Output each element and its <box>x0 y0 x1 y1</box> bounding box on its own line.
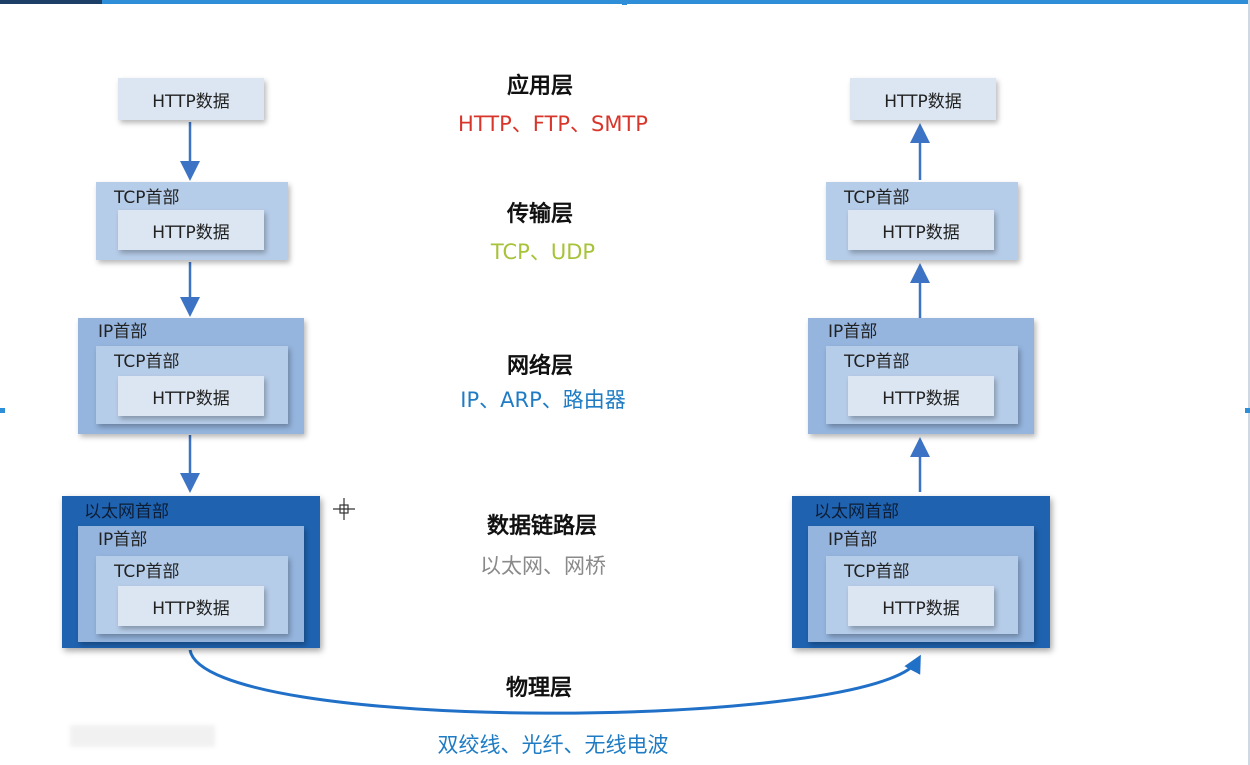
right-app-http-box: HTTP数据 <box>850 78 996 120</box>
http-data-box: HTTP数据 <box>848 210 994 250</box>
ip-packet-box: IP首部 TCP首部 HTTP数据 <box>808 526 1034 642</box>
http-data-label: HTTP数据 <box>152 222 230 243</box>
ip-packet-box: IP首部 TCP首部 HTTP数据 <box>78 526 304 642</box>
layer-protocols-network: IP、ARP、路由器 <box>460 388 626 412</box>
tcp-segment-box: TCP首部 HTTP数据 <box>826 556 1018 634</box>
left-network-ip-box: IP首部 TCP首部 HTTP数据 <box>78 318 304 434</box>
tcp-header-label: TCP首部 <box>114 352 180 372</box>
tcp-header-label: TCP首部 <box>114 562 180 582</box>
resize-handle-top[interactable] <box>622 0 627 5</box>
right-network-ip-box: IP首部 TCP首部 HTTP数据 <box>808 318 1034 434</box>
tcp-header-label: TCP首部 <box>114 188 180 208</box>
http-data-label: HTTP数据 <box>884 91 962 112</box>
layer-protocols-application: HTTP、FTP、SMTP <box>458 112 648 136</box>
left-transport-tcp-box: TCP首部 HTTP数据 <box>96 182 288 260</box>
http-data-box: HTTP数据 <box>118 210 264 250</box>
http-data-box: HTTP数据 <box>118 376 264 416</box>
layer-title-transport: 传输层 <box>506 202 573 227</box>
http-data-label: HTTP数据 <box>152 91 230 112</box>
ip-header-label: IP首部 <box>98 530 148 550</box>
layer-title-physical: 物理层 <box>505 676 572 701</box>
ethernet-header-label: 以太网首部 <box>84 502 169 522</box>
left-datalink-ethernet-box: 以太网首部 IP首部 TCP首部 HTTP数据 <box>62 496 320 648</box>
tcp-header-label: TCP首部 <box>844 188 910 208</box>
tcp-segment-box: TCP首部 HTTP数据 <box>96 556 288 634</box>
resize-handle-right[interactable] <box>1245 408 1250 413</box>
right-transport-tcp-box: TCP首部 HTTP数据 <box>826 182 1018 260</box>
blurred-watermark <box>70 725 215 747</box>
tcp-segment-box: TCP首部 HTTP数据 <box>96 346 288 424</box>
layer-title-application: 应用层 <box>506 74 573 99</box>
layer-protocols-datalink: 以太网、网桥 <box>480 554 606 578</box>
http-data-label: HTTP数据 <box>882 388 960 409</box>
ip-header-label: IP首部 <box>98 322 148 342</box>
http-data-label: HTTP数据 <box>152 388 230 409</box>
ip-header-label: IP首部 <box>828 322 878 342</box>
http-data-label: HTTP数据 <box>152 598 230 619</box>
left-app-http-box: HTTP数据 <box>118 78 264 120</box>
layer-protocols-physical: 双绞线、光纤、无线电波 <box>437 733 669 757</box>
layer-protocols-transport: TCP、UDP <box>490 240 596 264</box>
physical-curve-arrow <box>188 649 921 715</box>
right-datalink-ethernet-box: 以太网首部 IP首部 TCP首部 HTTP数据 <box>792 496 1050 648</box>
ethernet-header-label: 以太网首部 <box>814 502 899 522</box>
resize-handle-left[interactable] <box>0 408 5 413</box>
window-right-border <box>1248 0 1250 765</box>
http-data-label: HTTP数据 <box>882 222 960 243</box>
ip-header-label: IP首部 <box>828 530 878 550</box>
tcp-header-label: TCP首部 <box>844 352 910 372</box>
http-data-box: HTTP数据 <box>848 376 994 416</box>
window-tab-indicator <box>0 0 102 4</box>
layer-title-datalink: 数据链路层 <box>486 514 597 539</box>
http-data-box: HTTP数据 <box>848 586 994 626</box>
http-data-box: HTTP数据 <box>118 586 264 626</box>
http-data-label: HTTP数据 <box>882 598 960 619</box>
crosshair-cursor-icon <box>333 498 355 520</box>
tcp-header-label: TCP首部 <box>844 562 910 582</box>
tcp-segment-box: TCP首部 HTTP数据 <box>826 346 1018 424</box>
layer-title-network: 网络层 <box>506 354 573 379</box>
